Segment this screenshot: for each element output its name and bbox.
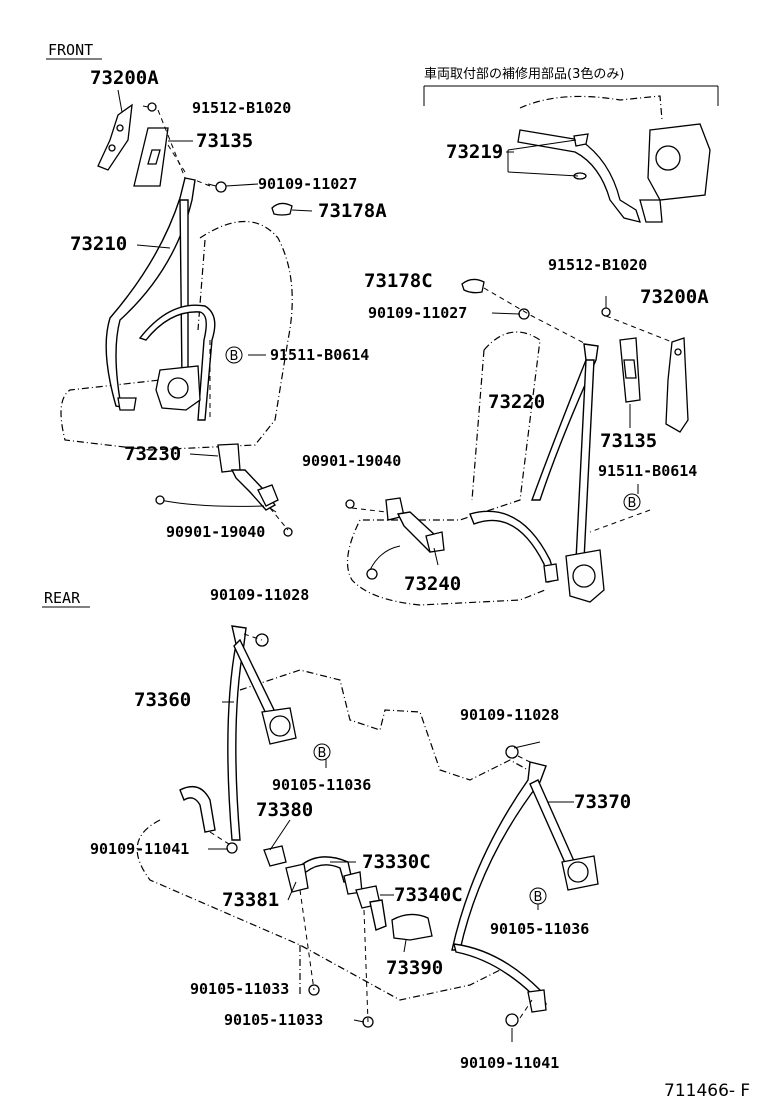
label-90109-11041-right: 90109-11041 [460,1054,559,1072]
label-90105-11033-b: 90105-11033 [224,1011,323,1029]
inset-retractor-assembly [517,95,711,223]
part-73178C-cap [461,278,485,294]
label-91512-top: 91512-B1020 [192,99,291,117]
repair-parts-note: 車両取付部の補修用部品(3色のみ) [424,66,624,82]
part-73381 [285,863,309,893]
part-73220-right-belt [469,343,605,603]
svg-text:B: B [230,349,239,364]
label-73178C: 73178C [364,270,433,292]
part-73360-rear-left-belt [179,625,297,841]
label-73200A-top: 73200A [90,67,159,89]
label-90901-left: 90901-19040 [166,523,265,541]
label-73220: 73220 [488,391,545,413]
part-73340C [355,885,387,931]
part-73240-right-buckle [345,497,445,580]
label-90109-11027-right: 90109-11027 [368,304,467,322]
label-73230: 73230 [124,443,181,465]
note-bracket [423,85,719,106]
label-73240: 73240 [404,573,461,595]
part-90109-rear-right-top-bolt [505,745,519,759]
leader-lines [117,89,639,1042]
part-90109-bolt-right [518,308,530,320]
part-73200A-right-plate [665,337,689,433]
part-73200A-anchor-plate [97,103,133,171]
label-90105-11036-right: 90105-11036 [490,920,589,938]
section-front-label: FRONT [48,41,93,59]
label-73360: 73360 [134,689,191,711]
rear-seat-outline [136,669,529,1001]
part-73210-front-belt [105,177,216,421]
part-73390 [391,913,433,941]
part-73178A-cap [271,202,293,216]
part-91512-bolt-right [601,296,611,317]
part-91512-bolt-top [142,102,157,112]
label-73135-right: 73135 [600,430,657,452]
label-90105-11036-left: 90105-11036 [272,776,371,794]
section-rear-label: REAR [44,589,81,607]
svg-text:B: B [534,890,543,905]
label-91511-right: 91511-B0614 [598,462,697,480]
callout-b-front-right: B [623,493,641,511]
label-73330C: 73330C [362,851,431,873]
label-73210: 73210 [70,233,127,255]
label-91512-right: 91512-B1020 [548,256,647,274]
label-90109-11027-top: 90109-11027 [258,175,357,193]
figure-number: 711466- F [664,1081,750,1101]
part-90109-bolt-top [207,181,227,193]
callout-b-front-left: B [225,346,243,364]
label-73219: 73219 [446,141,503,163]
svg-text:B: B [628,496,637,511]
label-73135-top: 73135 [196,130,253,152]
label-73390: 73390 [386,957,443,979]
front-right-seat-outline [346,331,546,606]
callout-b-rear-right: B [529,887,547,905]
label-90109-11041-left: 90109-11041 [90,840,189,858]
label-73370: 73370 [574,791,631,813]
part-90109-rear-left-lower-bolt [226,842,238,854]
part-73380 [263,845,287,867]
label-91511-left: 91511-B0614 [270,346,369,364]
part-73135-cover [133,127,169,187]
callout-b-rear-left: B [313,743,331,761]
label-73340C: 73340C [394,884,463,906]
label-90105-11033-a: 90105-11033 [190,980,289,998]
part-90109-rear-right-lower-bolt [505,1013,519,1027]
label-73380: 73380 [256,799,313,821]
svg-text:B: B [318,746,327,761]
label-73200A-right: 73200A [640,286,709,308]
label-73381: 73381 [222,889,279,911]
part-73135-right-cover [619,337,641,403]
part-73370-rear-right-belt [451,761,599,1013]
label-90109-11028-left: 90109-11028 [210,586,309,604]
part-73230-buckle [155,443,293,537]
front-left-seat-outline [60,220,293,451]
label-73178A: 73178A [318,200,387,222]
label-90109-11028-right: 90109-11028 [460,706,559,724]
label-90901-right: 90901-19040 [302,452,401,470]
